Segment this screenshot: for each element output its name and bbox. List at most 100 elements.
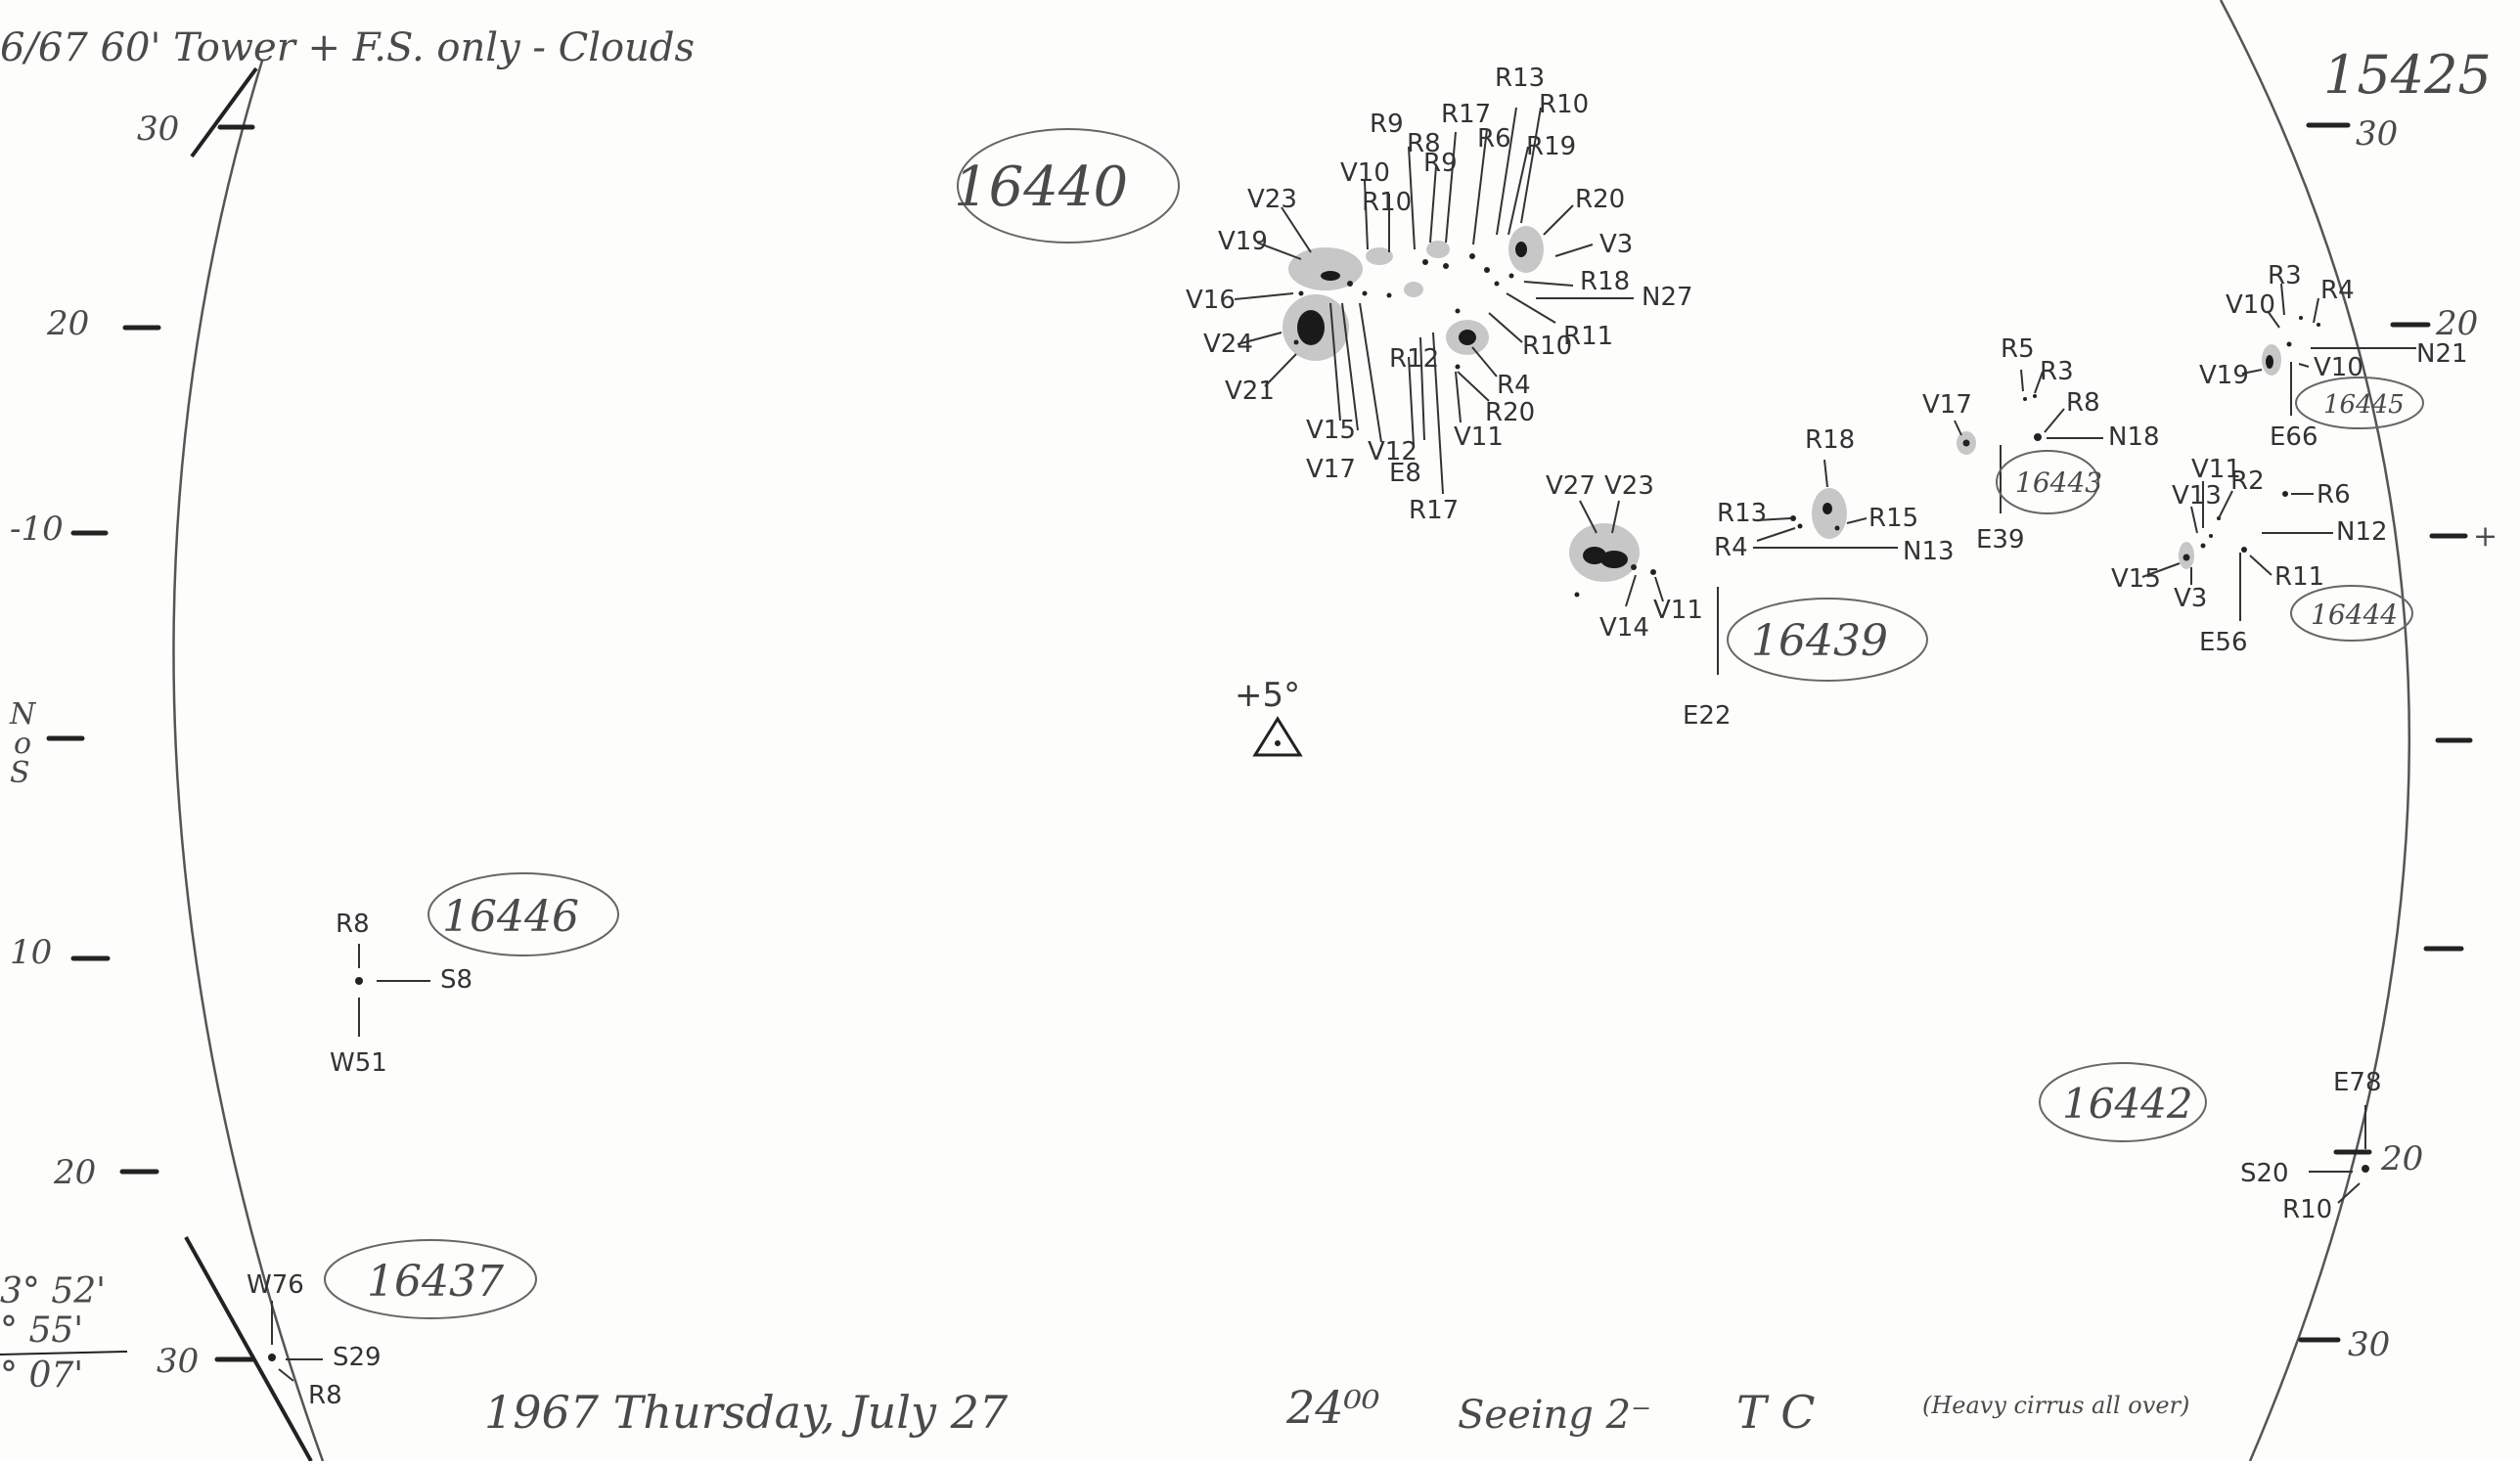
right-tick-label: 30	[2356, 114, 2398, 154]
svg-text:V19: V19	[1218, 227, 1268, 256]
left-tick-label: 20	[46, 304, 89, 343]
svg-text:E39: E39	[1976, 525, 2025, 555]
center-dot	[1275, 740, 1281, 746]
region-number: 16444	[2311, 599, 2398, 631]
svg-text:E78: E78	[2333, 1068, 2382, 1097]
svg-text:R3: R3	[2268, 261, 2302, 290]
svg-text:24⁰⁰: 24⁰⁰	[1285, 1381, 1379, 1434]
right-tick-label: 30	[2348, 1325, 2390, 1364]
svg-text:R18: R18	[1580, 267, 1630, 296]
svg-text:° 07': ° 07'	[0, 1355, 83, 1396]
svg-text:R17: R17	[1441, 100, 1491, 129]
svg-text:N21: N21	[2416, 339, 2468, 369]
svg-text:Seeing 2⁻: Seeing 2⁻	[1458, 1393, 1651, 1438]
sheet-number: 15425	[2323, 44, 2492, 106]
svg-text:V3: V3	[2174, 584, 2207, 613]
svg-text:R8: R8	[308, 1381, 342, 1410]
svg-text:° 55': ° 55'	[0, 1311, 83, 1351]
svg-text:R18: R18	[1805, 425, 1855, 455]
svg-text:V17: V17	[1306, 455, 1356, 484]
footer-annotation: 1967 Thursday, July 27 24⁰⁰ Seeing 2⁻ T …	[484, 1381, 2189, 1439]
svg-text:R6: R6	[2317, 480, 2351, 510]
left-tick-label: 30	[157, 1342, 199, 1381]
svg-text:V16: V16	[1186, 286, 1236, 315]
svg-text:R4: R4	[1714, 533, 1748, 562]
svg-text:N13: N13	[1903, 537, 1955, 566]
region-16445: R3 R4 V10 V19 V10 N21 E66 16445	[2199, 261, 2468, 452]
region-number: 16445	[2323, 390, 2405, 420]
right-tick-label: +	[2473, 519, 2498, 554]
svg-text:N12: N12	[2336, 517, 2388, 547]
region-number: 16440	[954, 155, 1128, 219]
svg-text:V15: V15	[1306, 416, 1356, 445]
north-label: N	[9, 697, 37, 732]
svg-text:W51: W51	[330, 1048, 387, 1078]
svg-text:1967 Thursday, July 27: 1967 Thursday, July 27	[484, 1386, 1009, 1439]
svg-text:V10: V10	[1340, 158, 1390, 188]
svg-text:V15: V15	[2111, 564, 2161, 594]
svg-text:R9: R9	[1423, 149, 1458, 178]
region-number-oval	[957, 128, 1180, 244]
svg-text:R12: R12	[1389, 344, 1439, 374]
svg-text:V23: V23	[1604, 471, 1654, 501]
svg-text:R13: R13	[1495, 64, 1545, 93]
svg-text:(Heavy cirrus all over): (Heavy cirrus all over)	[1922, 1392, 2189, 1419]
left-tick-label: 20	[53, 1153, 96, 1192]
header-note: 6/67 60' Tower + F.S. only - Clouds	[0, 25, 695, 70]
svg-text:R10: R10	[2282, 1195, 2332, 1224]
svg-text:V13: V13	[2172, 481, 2222, 511]
svg-text:S20: S20	[2240, 1159, 2289, 1188]
center-offset-label: +5°	[1235, 676, 1300, 715]
svg-text:R15: R15	[1868, 504, 1918, 533]
region-number: 16437	[367, 1257, 504, 1307]
svg-text:E56: E56	[2199, 628, 2248, 657]
svg-text:V11: V11	[1454, 422, 1504, 452]
svg-text:V11: V11	[1653, 596, 1703, 625]
svg-text:E8: E8	[1389, 459, 1421, 488]
region-number: 16443	[2015, 466, 2102, 499]
south-label: S	[10, 756, 30, 790]
region-number: 16446	[442, 892, 579, 942]
svg-text:R3: R3	[2040, 357, 2074, 386]
svg-text:3° 52': 3° 52'	[0, 1271, 106, 1311]
svg-text:V11: V11	[2191, 455, 2241, 484]
svg-text:R11: R11	[1563, 322, 1613, 351]
svg-text:R4: R4	[2320, 276, 2355, 305]
right-tick-label: 20	[2380, 1139, 2423, 1178]
svg-text:N18: N18	[2108, 422, 2160, 452]
svg-text:R5: R5	[2001, 334, 2035, 364]
svg-text:R20: R20	[1575, 185, 1625, 214]
svg-text:R10: R10	[1522, 332, 1572, 361]
left-tick-label: 10	[10, 933, 52, 972]
svg-text:R8: R8	[336, 910, 370, 939]
svg-text:S8: S8	[440, 965, 472, 995]
region-number: 16442	[2062, 1080, 2193, 1128]
svg-text:R20: R20	[1485, 398, 1535, 427]
region-16439: V27 V23 V14 V11 E22 16439	[1546, 471, 1928, 731]
region-16446: R8 S8 W51 16446	[330, 872, 619, 1078]
region-16444: V11 V13 R2 R6 N12 V15 V3 R11 E56 16444	[2111, 455, 2413, 657]
solar-limb-left	[172, 60, 325, 1462]
svg-text:E22: E22	[1683, 701, 1732, 731]
svg-text:V27: V27	[1546, 471, 1596, 501]
zero-label: o	[14, 727, 31, 761]
svg-text:V3: V3	[1599, 230, 1633, 259]
svg-text:N27: N27	[1642, 283, 1693, 312]
svg-text:V21: V21	[1225, 377, 1275, 406]
svg-text:R6: R6	[1477, 124, 1511, 154]
region-16443: R18 R13 R15 R4 N13 V17 R5 R3 R8 N18 E39 …	[1714, 334, 2160, 566]
center-triangle-icon	[1252, 716, 1303, 757]
region-16442: E78 S20 R10 16442	[2039, 1062, 2382, 1224]
solar-limb-right	[2219, 0, 2411, 1462]
margin-coordinates: 3° 52' ° 55' ° 07'	[0, 1271, 128, 1396]
svg-text:W76: W76	[247, 1270, 304, 1300]
svg-text:V23: V23	[1247, 185, 1297, 214]
svg-text:V24: V24	[1203, 330, 1253, 359]
svg-text:R19: R19	[1526, 132, 1576, 161]
svg-text:V12: V12	[1368, 437, 1418, 466]
left-latitude-scale: 30 20 -10 10 20 30	[10, 67, 313, 1462]
svg-text:V14: V14	[1599, 613, 1649, 643]
svg-text:R8: R8	[1407, 129, 1441, 158]
svg-text:R8: R8	[2066, 388, 2100, 418]
